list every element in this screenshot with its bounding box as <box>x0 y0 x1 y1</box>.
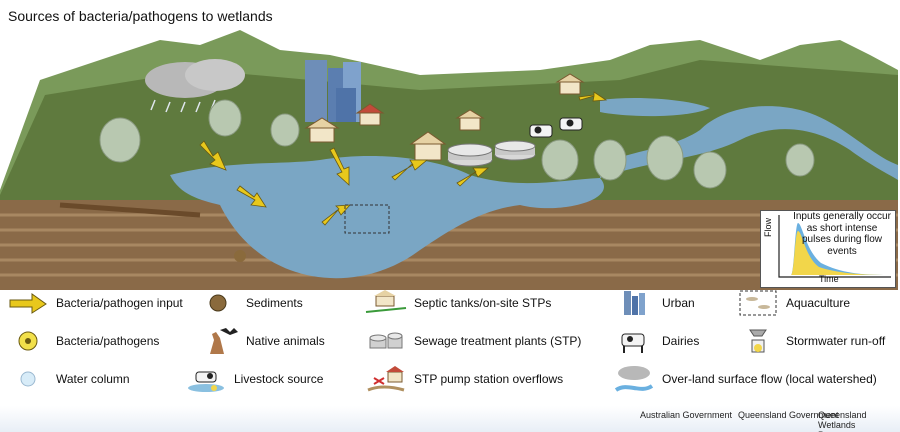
footer-band <box>0 406 900 432</box>
legend-label: Bacteria/pathogens <box>56 334 160 348</box>
legend-label: Bacteria/pathogen input <box>56 296 183 310</box>
legend-item-native-animals: Native animals <box>196 326 325 356</box>
legend-label: Livestock source <box>234 372 324 386</box>
wetland-water <box>170 155 604 279</box>
legend-label: Aquaculture <box>786 296 851 310</box>
cows <box>529 117 583 138</box>
biohazard-icon <box>18 331 38 351</box>
houses <box>304 73 585 161</box>
kangaroo-bat-icon <box>210 328 238 354</box>
sediment-particle <box>234 250 246 262</box>
legend-label: Urban <box>662 296 695 310</box>
sediment-ball-icon <box>209 294 227 312</box>
septic-house-icon <box>365 290 407 313</box>
river <box>600 106 898 180</box>
legend-label: Over-land surface flow (local watershed) <box>662 372 877 386</box>
legend-item-overland-flow: Over-land surface flow (local watershed) <box>612 364 877 394</box>
legend-label: Stormwater run-off <box>786 334 886 348</box>
legend-item-dairies: Dairies <box>612 326 699 356</box>
legend-item-aquaculture: Aquaculture <box>736 288 850 318</box>
storm-drain-icon <box>749 329 767 353</box>
inset-x-label: Time <box>819 274 839 284</box>
legend-label: STP pump station overflows <box>414 372 564 386</box>
flow-inset-chart: Inputs generally occur as short intense … <box>760 210 896 288</box>
inset-y-label: Flow <box>763 217 773 237</box>
water-drop-icon <box>20 371 36 387</box>
rain-cloud <box>145 59 245 113</box>
logo-australian-government: Australian Government <box>640 410 732 420</box>
trees <box>99 99 815 189</box>
logo-queensland-wetlands: Queensland Wetlands Programme <box>818 410 874 432</box>
legend-label: Sewage treatment plants (STP) <box>414 334 582 348</box>
rain-cloud-icon <box>614 366 654 392</box>
legend-item-pump-overflow: STP pump station overflows <box>364 364 563 394</box>
pump-overflow-icon <box>367 366 405 392</box>
cow-icon <box>621 333 645 353</box>
upper-pond <box>600 97 710 117</box>
legend-item-urban: Urban <box>612 288 695 318</box>
city-buildings-icon <box>624 291 645 315</box>
logo-label: Australian Government <box>640 410 733 420</box>
legend-item-sediments: Sediments <box>196 288 303 318</box>
inset-caption: Inputs generally occur as short intense … <box>793 211 891 257</box>
fallen-log <box>59 202 201 218</box>
legend-item-livestock: Livestock source <box>184 364 323 394</box>
treatment-tanks-icon <box>369 332 403 349</box>
legend-item-bacteria-input: Bacteria/pathogen input <box>6 288 183 318</box>
diagram-title: Sources of bacteria/pathogens to wetland… <box>8 8 273 24</box>
city-buildings <box>305 60 361 122</box>
legend-item-stormwater: Stormwater run-off <box>736 326 885 356</box>
input-arrows <box>199 91 608 226</box>
legend-label: Native animals <box>246 334 325 348</box>
legend-item-septic: Septic tanks/on-site STPs <box>364 288 551 318</box>
legend-item-bacteria: Bacteria/pathogens <box>6 326 159 356</box>
livestock-puddle-icon <box>188 371 224 392</box>
fish-pond-icon <box>739 290 777 316</box>
aquaculture-pen <box>344 204 390 234</box>
yellow-arrow-icon <box>9 293 47 314</box>
legend-item-water-column: Water column <box>6 364 130 394</box>
logo-label: Queensland Wetlands Programme <box>818 410 867 432</box>
legend-label: Septic tanks/on-site STPs <box>414 296 552 310</box>
flow-pulse-graph <box>778 215 891 278</box>
wetland-landscape <box>0 30 898 290</box>
legend-label: Water column <box>56 372 130 386</box>
logo-label: Queensland Government <box>738 410 839 420</box>
legend-label: Dairies <box>662 334 700 348</box>
logo-queensland-government: Queensland Government <box>738 410 839 420</box>
legend-item-stp: Sewage treatment plants (STP) <box>364 326 581 356</box>
treatment-plant <box>447 140 536 167</box>
legend-label: Sediments <box>246 296 303 310</box>
